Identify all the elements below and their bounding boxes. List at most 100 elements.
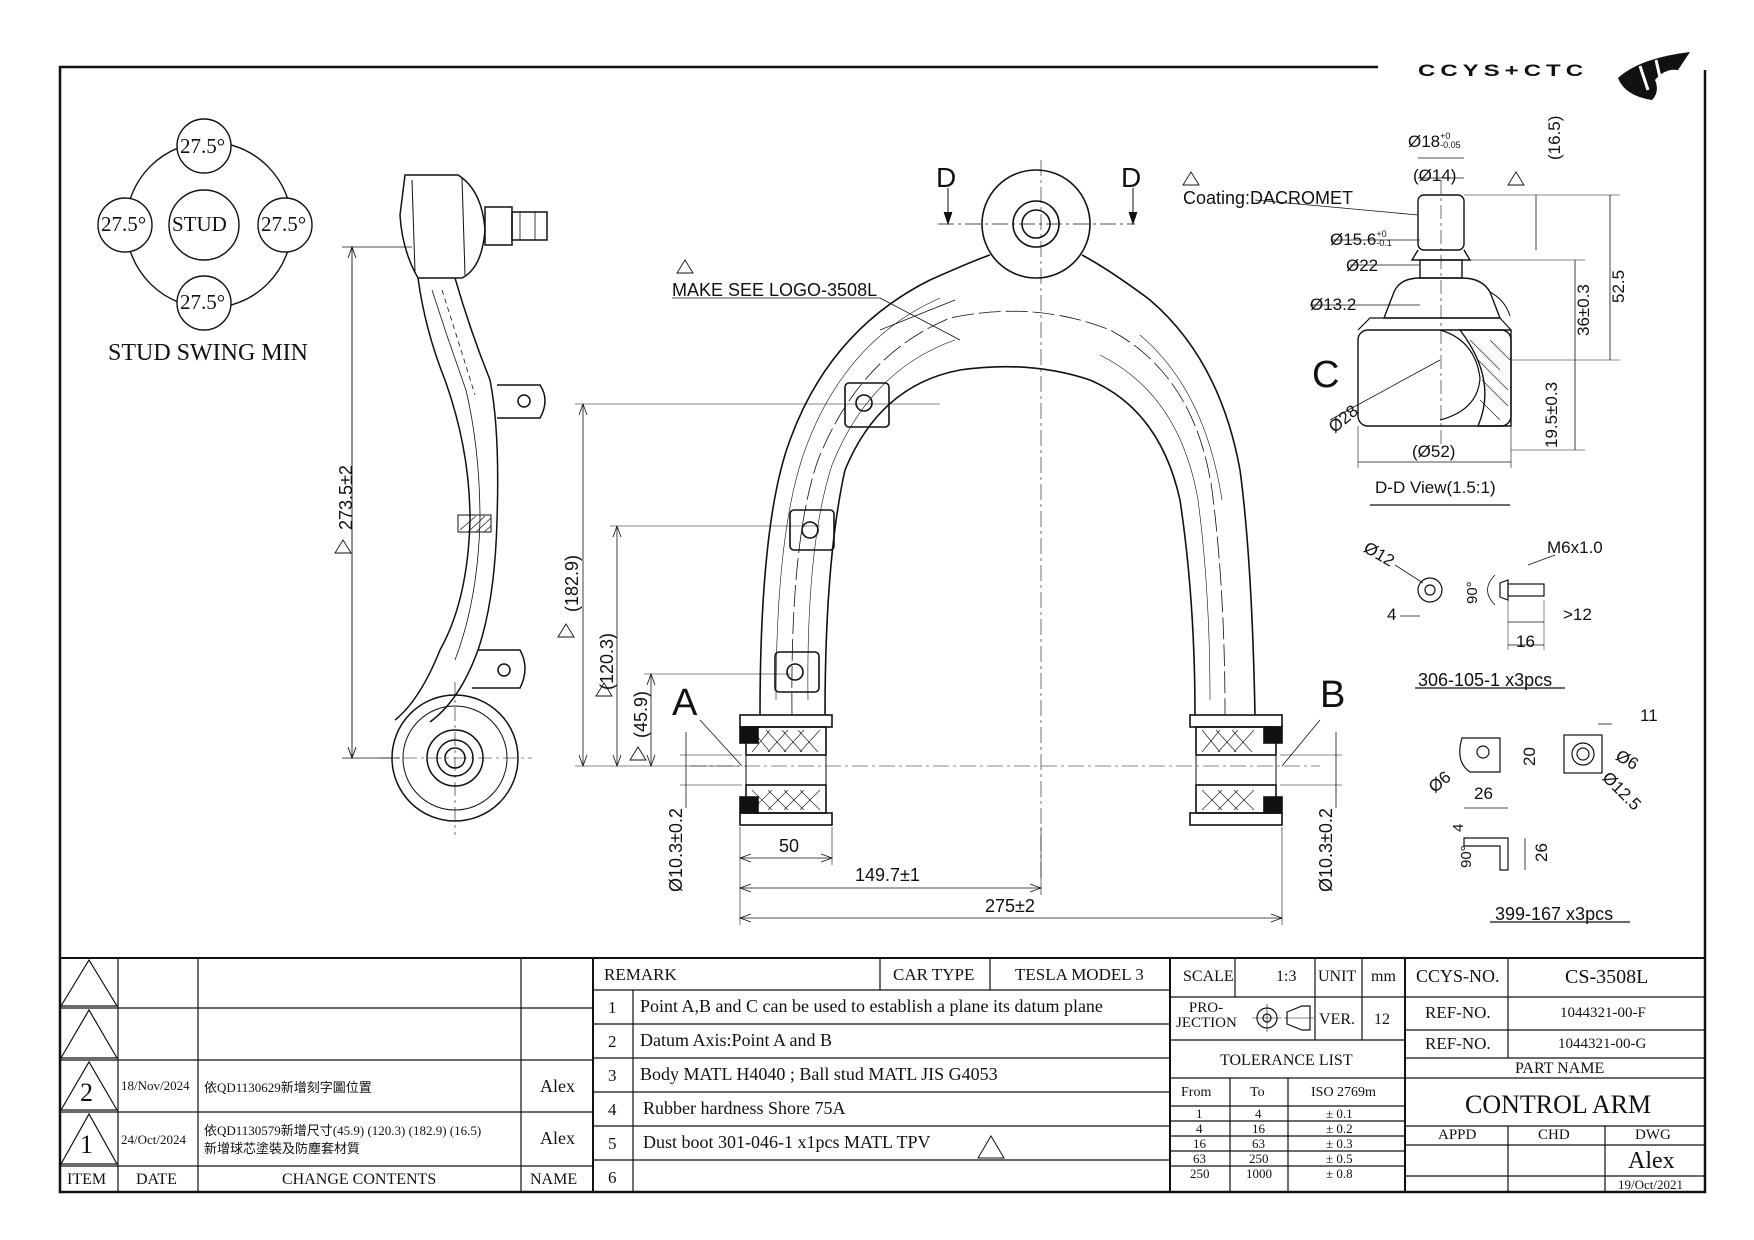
stud-swing-title: STUD SWING MIN	[108, 340, 308, 366]
bracket-d4: 4	[1450, 823, 1467, 832]
stud-swing-top: 27.5°	[180, 134, 226, 158]
car-type-label: CAR TYPE	[893, 965, 975, 984]
part-name-label: PART NAME	[1515, 1060, 1605, 1077]
rev-2-change: 依QD1130629新增刻字圖位置	[204, 1080, 372, 1095]
datum-point-c: C	[1312, 354, 1340, 396]
dd-d18: Ø18+0-0.05	[1408, 132, 1461, 152]
car-type-value: TESLA MODEL 3	[1015, 965, 1144, 984]
tol-header-to: To	[1250, 1085, 1265, 1100]
dd-d36: 36±0.3	[1574, 284, 1593, 336]
remark-5-no: 5	[608, 1134, 617, 1153]
remark-1-no: 1	[608, 998, 617, 1017]
dwg-label: DWG	[1635, 1127, 1671, 1143]
dd-d52-5: 52.5	[1609, 269, 1628, 303]
logo-note: MAKE SEE LOGO-3508L	[672, 280, 878, 300]
remark-header: REMARK	[604, 965, 677, 984]
dd-view-title: D-D View(1.5:1)	[1375, 478, 1496, 497]
remark-3-no: 3	[608, 1066, 617, 1085]
tol-row-2-tol: ± 0.2	[1326, 1121, 1353, 1136]
rev-1-label: 1	[80, 1130, 93, 1159]
rev-1-name: Alex	[540, 1128, 575, 1148]
rev-1-change: 依QD1130579新增尺寸(45.9) (120.3) (182.9) (16…	[204, 1123, 482, 1138]
screw-d4: 4	[1387, 605, 1397, 624]
dd-d18-tol: +0-0.05	[1440, 132, 1461, 150]
bracket-d20: 20	[1520, 747, 1539, 766]
screw-detail	[1394, 554, 1565, 689]
dim-bush-left: Ø10.3±0.2	[666, 808, 686, 892]
tol-row-4-to: 250	[1249, 1151, 1269, 1166]
tol-row-4-tol: ± 0.5	[1326, 1151, 1353, 1166]
tol-row-2-from: 4	[1196, 1121, 1203, 1136]
tol-row-3-from: 16	[1193, 1136, 1206, 1151]
ref-no-2: 1044321-00-G	[1558, 1036, 1647, 1052]
dd-d14: (Ø14)	[1413, 166, 1457, 185]
revision-markers	[334, 171, 1525, 761]
stud-swing-left: 27.5°	[101, 212, 147, 236]
ref-no-1: 1044321-00-F	[1560, 1005, 1646, 1021]
unit-value: mm	[1371, 968, 1396, 985]
tol-row-5-tol: ± 0.8	[1326, 1166, 1353, 1181]
section-mark-right: D	[1121, 162, 1142, 193]
side-view	[342, 174, 548, 835]
screw-m6: M6x1.0	[1547, 538, 1603, 557]
header-change: CHANGE CONTENTS	[282, 1171, 437, 1188]
bracket-d11: 11	[1640, 706, 1658, 725]
ver-value: 12	[1374, 1011, 1390, 1028]
projection-label: PRO-JECTION	[1176, 1000, 1237, 1031]
tol-row-5-from: 250	[1190, 1166, 1210, 1181]
tolerance-title: TOLERANCE LIST	[1220, 1052, 1353, 1069]
ccys-no: CS-3508L	[1565, 966, 1649, 988]
rev-1-change-line-2: 新增球芯塗裝及防塵套材質	[204, 1141, 361, 1156]
dd-d22: Ø22	[1346, 256, 1379, 275]
dd-d19-5: 19.5±0.3	[1542, 381, 1561, 448]
bushing-left	[739, 714, 833, 826]
brand-logo-icon	[1618, 52, 1690, 100]
drawing-border	[58, 65, 1707, 1194]
dim-120-3: (120.3)	[597, 632, 617, 690]
brand-logo-text: CCYS+CTC	[1418, 61, 1589, 81]
dd-d15-6-tol-upper: +0	[1376, 229, 1387, 239]
remark-1-text: Point A,B and C can be used to establish…	[640, 996, 1103, 1016]
main-view	[575, 160, 1342, 925]
ver-label: VER.	[1319, 1011, 1355, 1028]
dd-d16-5: (16.5)	[1545, 115, 1564, 160]
bushing-right	[1189, 714, 1283, 826]
tol-row-3-tol: ± 0.3	[1326, 1136, 1353, 1151]
ref-label-2: REF-NO.	[1425, 1034, 1491, 1053]
rev-2-name: Alex	[540, 1076, 575, 1096]
bracket-d26-a: 26	[1474, 784, 1493, 803]
rev-2-date: 18/Nov/2024	[121, 1078, 190, 1093]
appd-label: APPD	[1438, 1127, 1477, 1143]
tol-row-3-to: 63	[1252, 1136, 1265, 1151]
dd-d15-6-value: Ø15.6	[1330, 230, 1377, 249]
dd-section-view	[1254, 157, 1620, 506]
remark-2-text: Datum Axis:Point A and B	[640, 1030, 833, 1050]
dd-d13-2: Ø13.2	[1310, 295, 1357, 314]
stud-swing-right: 27.5°	[261, 212, 307, 236]
chd-label: CHD	[1538, 1127, 1570, 1143]
remark-2-no: 2	[608, 1032, 617, 1051]
drawing-date: 19/Oct/2021	[1618, 1177, 1683, 1192]
remark-4-text: Rubber hardness Shore 75A	[643, 1098, 846, 1118]
dim-182-9: (182.9)	[562, 554, 582, 612]
remark-5-text: Dust boot 301-046-1 x1pcs MATL TPV	[643, 1132, 931, 1152]
tol-row-1-to: 4	[1255, 1106, 1262, 1121]
dd-d18-value: Ø18	[1408, 132, 1441, 151]
ref-label-1: REF-NO.	[1425, 1003, 1491, 1022]
stud-swing-bottom: 27.5°	[180, 290, 226, 314]
header-date: DATE	[136, 1171, 177, 1188]
drawn-by: Alex	[1628, 1148, 1675, 1174]
bracket-90: 90°	[1458, 845, 1475, 868]
scale-label: SCALE	[1183, 968, 1234, 985]
datum-point-b: B	[1320, 674, 1346, 716]
section-mark-left: D	[936, 162, 957, 193]
rev-2-label: 2	[80, 1078, 93, 1107]
header-item: ITEM	[67, 1171, 107, 1188]
part-name: CONTROL ARM	[1465, 1090, 1652, 1119]
dim-50: 50	[779, 836, 800, 856]
screw-part-no: 306-105-1 x3pcs	[1418, 670, 1553, 690]
tol-row-5-to: 1000	[1246, 1166, 1272, 1181]
remark-6-no: 6	[608, 1168, 617, 1187]
tol-row-2-to: 16	[1252, 1121, 1265, 1136]
